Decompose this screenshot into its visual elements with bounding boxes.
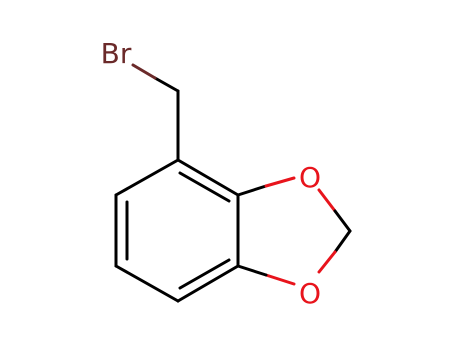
atom-label-o1: O xyxy=(299,161,321,194)
bond-c3a-o1-oxygen-half xyxy=(264,176,296,188)
bond-o2-c7a-oxygen-half xyxy=(264,273,296,286)
atom-label-br: Br xyxy=(101,37,132,70)
bond-c3a-o1-carbon-half xyxy=(236,184,268,197)
bond-c7a-c7 xyxy=(176,264,240,303)
bond-c2-o2-oxygen-half xyxy=(317,250,337,274)
bond-ch2-br-carbon-half xyxy=(153,76,180,93)
bond-c4-c3a xyxy=(176,158,240,197)
atom-label-o2: O xyxy=(299,277,321,310)
bond-ch2-br-bromine-half xyxy=(131,63,157,80)
bond-c4-c3a-inner xyxy=(178,171,231,203)
bond-o2-c7a-carbon-half xyxy=(236,264,268,277)
bond-c7a-c7-inner xyxy=(178,258,231,290)
bond-c5-c4 xyxy=(114,158,180,197)
bond-c7-c6 xyxy=(114,264,180,303)
bond-o1-c2-carbon-half xyxy=(333,209,352,233)
bond-o1-c2-oxygen-half xyxy=(317,188,337,213)
bond-c2-o2-carbon-half xyxy=(333,229,352,254)
